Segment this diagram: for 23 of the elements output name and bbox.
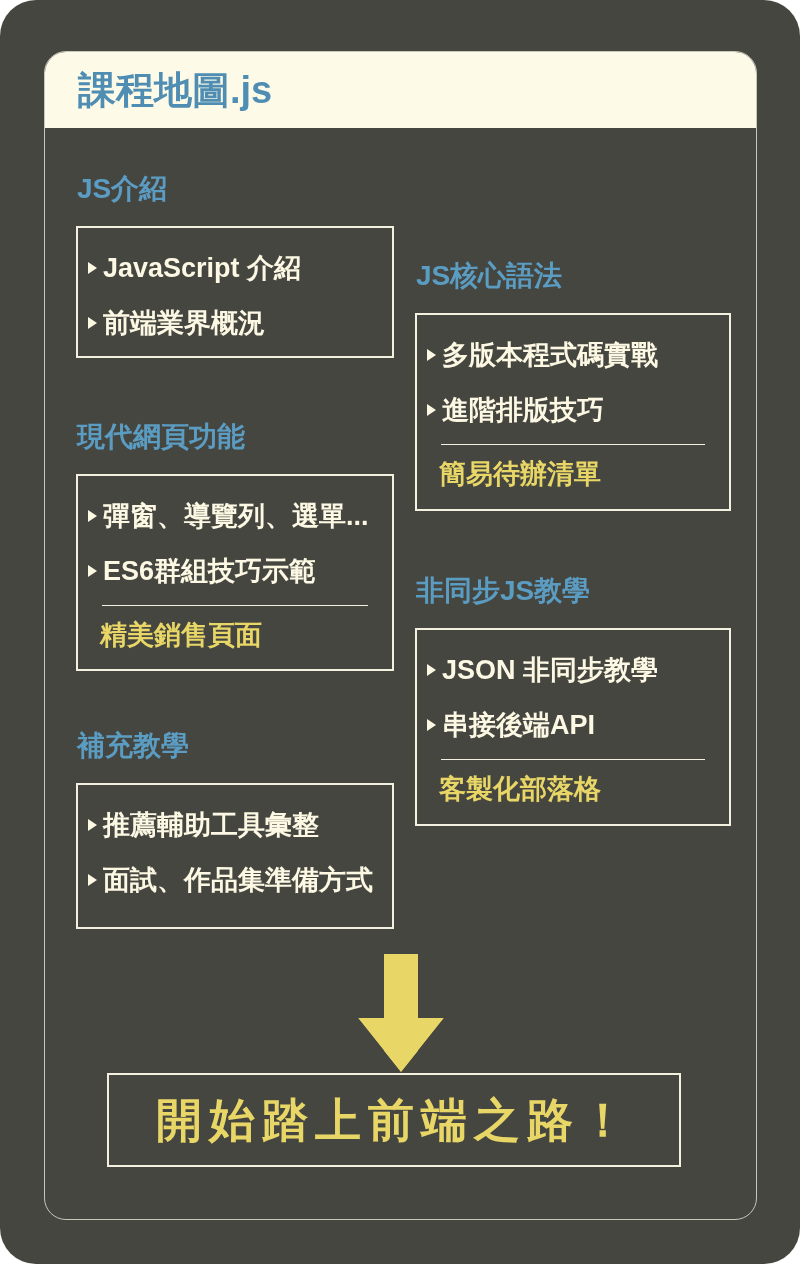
section-heading: JS介紹 <box>77 172 168 206</box>
section-heading: 現代網頁功能 <box>77 420 245 454</box>
project-title: 客製化部落格 <box>439 773 601 806</box>
list-item: JavaScript 介紹 <box>103 251 302 284</box>
section-heading: 補充教學 <box>77 729 189 763</box>
list-item: 多版本程式碼實戰 <box>442 338 658 371</box>
course-map-card <box>44 51 757 1220</box>
list-item: 進階排版技巧 <box>442 393 604 426</box>
list-item: 串接後端API <box>442 708 595 741</box>
list-item: JSON 非同步教學 <box>442 653 659 686</box>
list-item: 面試、作品集準備方式 <box>103 863 373 896</box>
goal-text: 開始踏上前端之路！ <box>155 1093 633 1148</box>
block-arrow <box>358 954 444 1072</box>
list-item: 推薦輔助工具彙整 <box>103 808 319 841</box>
section-heading: JS核心語法 <box>416 259 563 293</box>
goal-box <box>107 1073 681 1167</box>
list-item: 前端業界概況 <box>103 306 265 339</box>
project-title: 精美銷售頁面 <box>100 619 262 652</box>
section-heading: 非同步JS教學 <box>416 574 591 608</box>
project-title: 簡易待辦清單 <box>439 458 601 491</box>
list-item: 彈窗、導覽列、選單... <box>103 499 369 532</box>
list-item: ES6群組技巧示範 <box>103 554 317 587</box>
card-title: 課程地圖.js <box>78 69 273 111</box>
